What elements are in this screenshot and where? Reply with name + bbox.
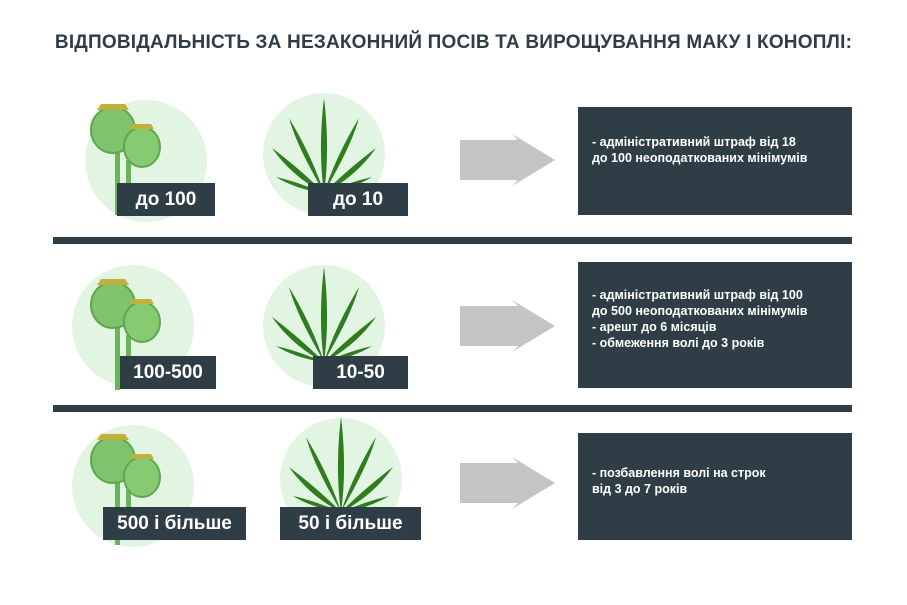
page-title: ВІДПОВІДАЛЬНІСТЬ ЗА НЕЗАКОННИЙ ПОСІВ ТА … [54,32,853,53]
poppy-quantity-label: 500 і більше [103,507,246,540]
penalty-text: від 3 до 7 років [592,481,688,496]
penalty-text: - арешт до 6 місяців [592,320,717,334]
hemp-leaf-icon [289,417,393,512]
row-divider [53,405,852,412]
hemp-quantity-label: 50 і більше [280,507,421,540]
arrow-right-icon [460,457,555,509]
penalty-text: - адміністративний штраф від 18 [592,135,796,149]
penalty-text: - позбавлення волі на строк [592,465,766,480]
penalty-info-panel: - адміністративний штраф від 100 до 500 … [578,262,852,388]
poppy-icon [90,104,161,215]
arrow-right-icon [460,300,555,352]
poppy-icon [90,279,161,390]
poppy-quantity-label: 100-500 [120,356,216,389]
hemp-quantity-label: до 10 [308,183,408,216]
hemp-leaf-icon [272,267,376,362]
penalty-text: до 500 неоподаткованих мінімумів [592,304,808,318]
poppy-quantity-label: до 100 [117,183,215,216]
penalty-text: - адміністративний штраф від 100 [592,288,803,302]
arrow-right-icon [460,134,555,186]
penalty-text: - обмеження волі до 3 років [592,336,765,350]
hemp-quantity-label: 10-50 [313,356,408,389]
row-divider [53,237,852,244]
penalty-info-panel: - адміністративний штраф від 18 до 100 н… [578,107,852,215]
penalty-info-panel: - позбавлення волі на строк від 3 до 7 р… [578,433,852,540]
penalty-text: до 100 неоподаткованих мінімумів [592,151,808,165]
